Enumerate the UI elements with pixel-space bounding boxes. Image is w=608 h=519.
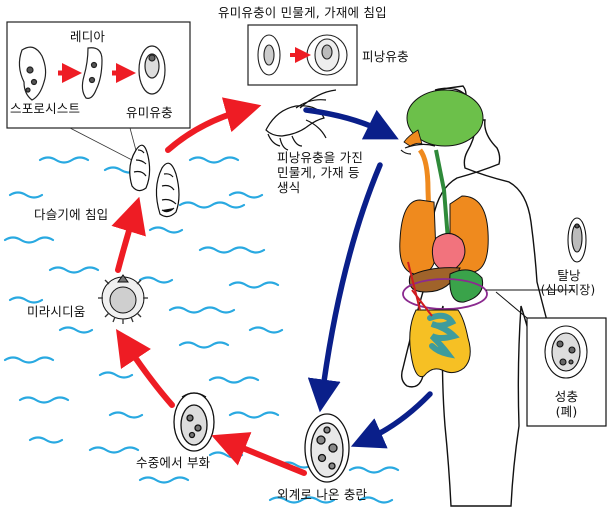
hatching-egg-figure (174, 393, 214, 451)
hatch-label: 수중에서 부화 (136, 455, 210, 470)
adult-fluke-figure (545, 326, 587, 378)
cercaria-figure (139, 46, 165, 94)
adult-label-2: (폐) (527, 404, 606, 419)
egg-figure (305, 414, 349, 482)
crab-host-label-3: 생식 (277, 180, 300, 195)
left-lung (400, 200, 436, 274)
sporocyst-label: 스포로시스트 (10, 101, 80, 116)
crab-host-label-1: 피낭유충을 가진 (277, 150, 363, 165)
miracidium-figure (98, 275, 148, 324)
cercaria-small-figure (258, 35, 280, 75)
adult-label-1: 성충 (527, 389, 606, 404)
snail-host-figure (130, 145, 179, 216)
metacercaria-label: 피낭유충 (362, 49, 409, 64)
arrow-crab-to-human (306, 110, 384, 132)
cercaria-label: 유미유충 (126, 105, 173, 120)
arrow-miracidium-to-snail (118, 214, 134, 270)
arrow-human-to-egg (322, 165, 380, 396)
excyst-label-2: (십이지장) (530, 283, 606, 298)
egg-label: 외계로 나온 충란 (277, 487, 367, 502)
excyst-label-1: 탈낭 (536, 268, 602, 283)
excysted-larva-figure (568, 218, 586, 262)
crab-crayfish-figure (266, 90, 336, 150)
metacercaria-figure (307, 35, 347, 75)
miracidium-label: 미라시디움 (27, 304, 86, 319)
crab-invasion-label: 유미유충이 민물게, 가재에 침입 (218, 5, 387, 20)
redia-label: 레디아 (70, 29, 105, 44)
arrow-lungs-to-egg (366, 394, 430, 440)
snail-invasion-label: 다슬기에 침입 (34, 207, 108, 222)
crab-host-label-2: 민물게, 가재 등 (277, 165, 360, 180)
